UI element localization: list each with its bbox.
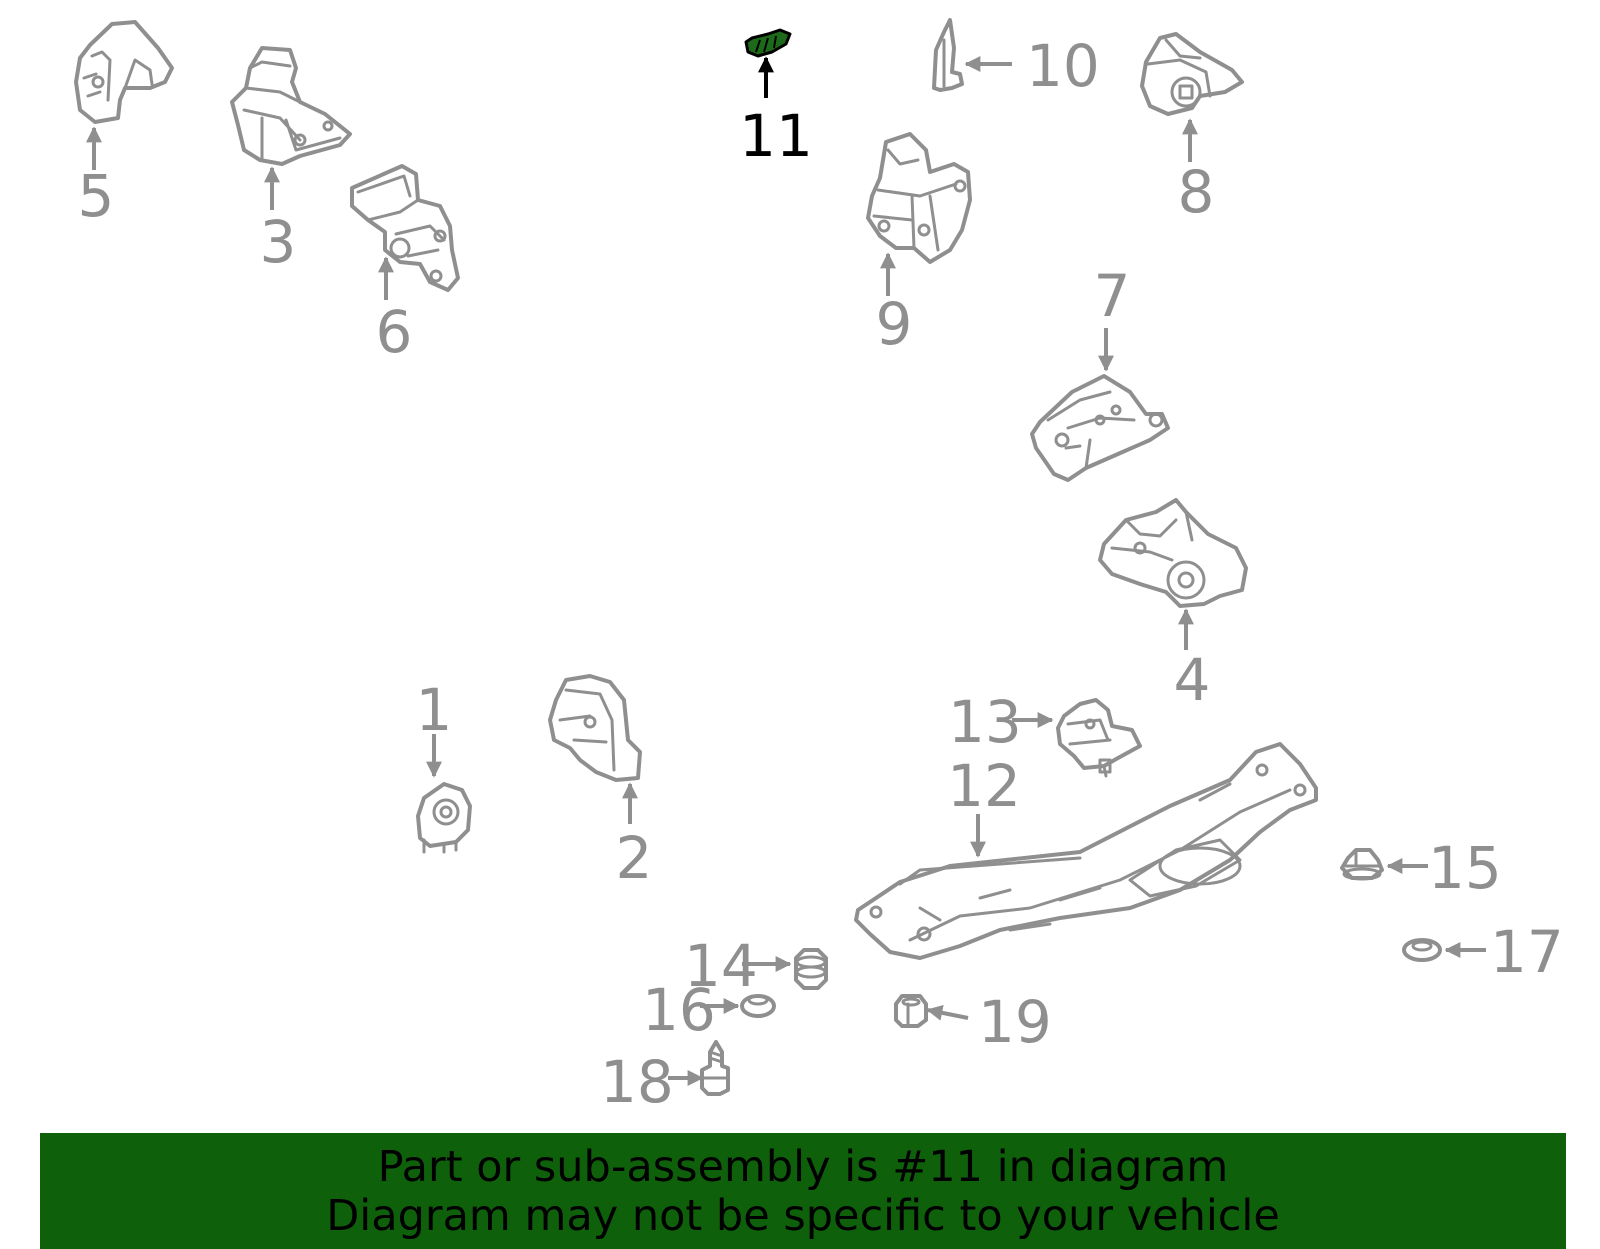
part-19-nut[interactable] [894, 994, 928, 1028]
part-11-selected[interactable] [744, 28, 792, 58]
callout-10[interactable]: 10 [1026, 32, 1100, 100]
info-banner: Part or sub-assembly is #11 in diagram D… [40, 1133, 1566, 1249]
part-4-mount[interactable] [1098, 498, 1248, 608]
callout-16[interactable]: 16 [642, 976, 716, 1044]
callout-8[interactable]: 8 [1178, 158, 1215, 226]
part-6-mount-bracket[interactable] [350, 164, 460, 292]
part-15-nut[interactable] [1340, 848, 1384, 881]
part-8-mount[interactable] [1140, 32, 1244, 116]
part-12-crossmember[interactable] [854, 742, 1318, 960]
part-7-mount[interactable] [1030, 374, 1170, 482]
part-3-engine-mount[interactable] [230, 46, 352, 166]
callout-11[interactable]: 11 [739, 102, 813, 170]
banner-line-2: Diagram may not be specific to your vehi… [326, 1191, 1280, 1241]
part-14-bushing[interactable] [794, 948, 828, 990]
callout-5[interactable]: 5 [78, 162, 115, 230]
banner-line-1: Part or sub-assembly is #11 in diagram [377, 1142, 1229, 1192]
part-1-mount[interactable] [416, 782, 472, 854]
callout-6[interactable]: 6 [376, 298, 413, 366]
callout-15[interactable]: 15 [1428, 834, 1502, 902]
callout-2[interactable]: 2 [616, 824, 653, 892]
part-9-bracket[interactable] [866, 132, 972, 264]
callout-18[interactable]: 18 [600, 1048, 674, 1116]
callout-3[interactable]: 3 [260, 208, 297, 276]
callout-12[interactable]: 12 [947, 752, 1021, 820]
part-2-bracket[interactable] [548, 674, 642, 782]
callout-19[interactable]: 19 [978, 988, 1052, 1056]
callout-9[interactable]: 9 [876, 290, 913, 358]
part-10-bracket[interactable] [932, 18, 964, 92]
leader-19 [926, 1004, 969, 1021]
part-18-stud[interactable] [700, 1040, 730, 1096]
callout-4[interactable]: 4 [1174, 646, 1211, 714]
part-17-washer[interactable] [1402, 938, 1442, 962]
callout-1[interactable]: 1 [416, 676, 453, 744]
part-5-bracket[interactable] [74, 20, 174, 124]
part-16-washer[interactable] [740, 994, 776, 1018]
part-13-bracket[interactable] [1056, 698, 1142, 778]
callout-17[interactable]: 17 [1490, 918, 1564, 986]
callout-7[interactable]: 7 [1094, 262, 1131, 330]
callout-13[interactable]: 13 [948, 688, 1022, 756]
callout-14[interactable]: 14 [684, 932, 758, 1000]
